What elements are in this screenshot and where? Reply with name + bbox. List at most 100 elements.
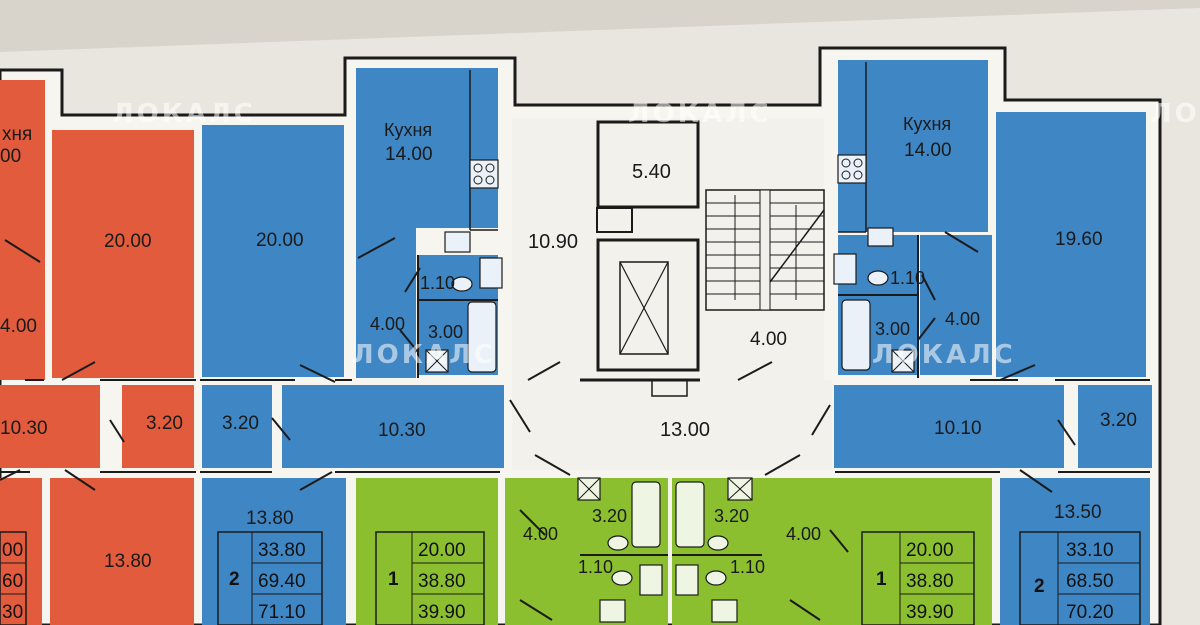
table-cell: 20.00	[418, 540, 466, 561]
red-kitchen-room	[0, 80, 45, 380]
table-cell: 30	[2, 602, 23, 623]
room-area: 19.60	[1055, 229, 1103, 250]
table-cell: 00	[2, 540, 23, 561]
sink-icon	[833, 253, 857, 285]
blue-right-door-swing	[1019, 469, 1053, 493]
watermarks: ЛОКАЛС ЛОКАЛС ЛОКАЛС ЛОКАЛС ЛОКАЛС	[112, 99, 1200, 370]
blue-left-hall	[282, 385, 504, 468]
room-area: 00	[0, 146, 21, 167]
blue-right-corridor	[920, 235, 992, 375]
watermark: ЛОКАЛС	[112, 99, 256, 129]
blue-right-hall	[834, 385, 1064, 468]
room-label: Кухня	[384, 120, 432, 140]
green-right-room	[838, 478, 992, 625]
room-area: 20.00	[104, 231, 152, 252]
room-area: 4.00	[0, 316, 37, 337]
watermark: ЛОКАЛС	[872, 340, 1016, 370]
lobby-area	[512, 380, 832, 470]
core-room-wall	[596, 120, 700, 209]
apartment-blue-right	[833, 60, 1152, 625]
room-label: хня	[2, 124, 32, 145]
core-door-swing	[811, 404, 831, 436]
apartment-green-right	[672, 477, 992, 625]
table-cell: 69.40	[258, 571, 306, 592]
table-cell: 39.90	[418, 602, 466, 623]
room-area: 13.50	[1054, 502, 1102, 523]
red-door-swing	[64, 469, 96, 491]
blue-left-kitchen	[356, 68, 498, 228]
sink-icon	[675, 564, 699, 596]
apartment-table-far-left: 00 60 30	[0, 531, 27, 625]
red-door-swing	[109, 419, 125, 443]
room-label: Кухня	[903, 114, 951, 134]
bathtub-icon	[631, 481, 661, 548]
lobby-niche	[651, 379, 688, 397]
table-room-count: 1	[388, 569, 399, 590]
stove-icon	[469, 159, 499, 189]
room-area: 4.00	[370, 314, 405, 334]
blue-left-door-swing	[357, 237, 396, 259]
blue-right-bedroom	[1000, 478, 1150, 625]
blue-left-room	[202, 125, 344, 377]
blue-right-closet	[1078, 385, 1152, 468]
green-left-door-swing	[519, 599, 553, 621]
table-cell: 33.80	[258, 540, 306, 561]
table-cell: 39.90	[906, 602, 954, 623]
room-area: 14.00	[385, 144, 433, 165]
elevator-cross	[619, 261, 669, 355]
red-hall	[0, 385, 100, 468]
room-area: 13.00	[660, 419, 710, 441]
apartment-green-left	[356, 477, 668, 625]
blue-left-closet	[202, 385, 272, 468]
bathtub-icon	[467, 301, 497, 373]
table-room-count: 2	[229, 569, 240, 590]
table-cell: 38.80	[906, 571, 954, 592]
room-area: 10.30	[378, 420, 426, 441]
sink-icon	[707, 535, 729, 551]
red-door-swing	[4, 239, 41, 263]
sink-icon	[444, 231, 471, 253]
bathtub-icon	[841, 299, 871, 371]
apartment-table-blue-right: 2 33.10 68.50 70.20	[1019, 531, 1141, 625]
table-room-count: 2	[1034, 576, 1045, 597]
blue-right-door-swing	[944, 231, 979, 253]
core-door-swing	[509, 399, 531, 433]
sink-icon	[867, 227, 894, 247]
table-cell: 38.80	[418, 571, 466, 592]
apartment-blue-left	[202, 68, 504, 625]
room-area: 3.00	[875, 319, 910, 339]
red-living-room	[52, 130, 194, 378]
sink-icon	[711, 599, 738, 623]
blue-right-door-swing	[999, 364, 1036, 381]
table-room-count: 1	[876, 569, 887, 590]
table-cell: 33.10	[1066, 540, 1114, 561]
green-left-room	[356, 478, 498, 625]
sink-icon	[639, 564, 663, 596]
red-bottom-left	[0, 478, 42, 625]
red-closet	[122, 385, 194, 468]
blue-left-door-swing	[271, 417, 291, 441]
room-area: 3.20	[592, 506, 627, 526]
green-left-door-swing	[519, 509, 546, 536]
toilet-icon	[867, 270, 889, 286]
room-area: 4.00	[523, 524, 558, 544]
blue-left-door-swing	[404, 267, 421, 293]
paper-edge	[0, 0, 1200, 52]
watermark: ЛОКАЛС	[1150, 99, 1200, 129]
room-area: 13.80	[104, 551, 152, 572]
apartment-table-green-right: 1 20.00 38.80 39.90	[861, 531, 975, 625]
sink-icon	[599, 599, 626, 623]
toilet-icon	[611, 570, 633, 586]
room-area: 4.00	[750, 329, 787, 350]
table-cell: 68.50	[1066, 571, 1114, 592]
table-cell: 70.20	[1066, 602, 1114, 623]
staircase	[705, 189, 825, 311]
elevator-shaft	[596, 238, 700, 372]
green-right-door-swing	[829, 529, 849, 553]
core-door-swing	[534, 454, 571, 476]
core-niche	[596, 207, 633, 233]
blue-right-door-swing	[921, 274, 936, 301]
blue-left-door-swing	[399, 329, 419, 353]
table-cell: 71.10	[258, 602, 306, 623]
